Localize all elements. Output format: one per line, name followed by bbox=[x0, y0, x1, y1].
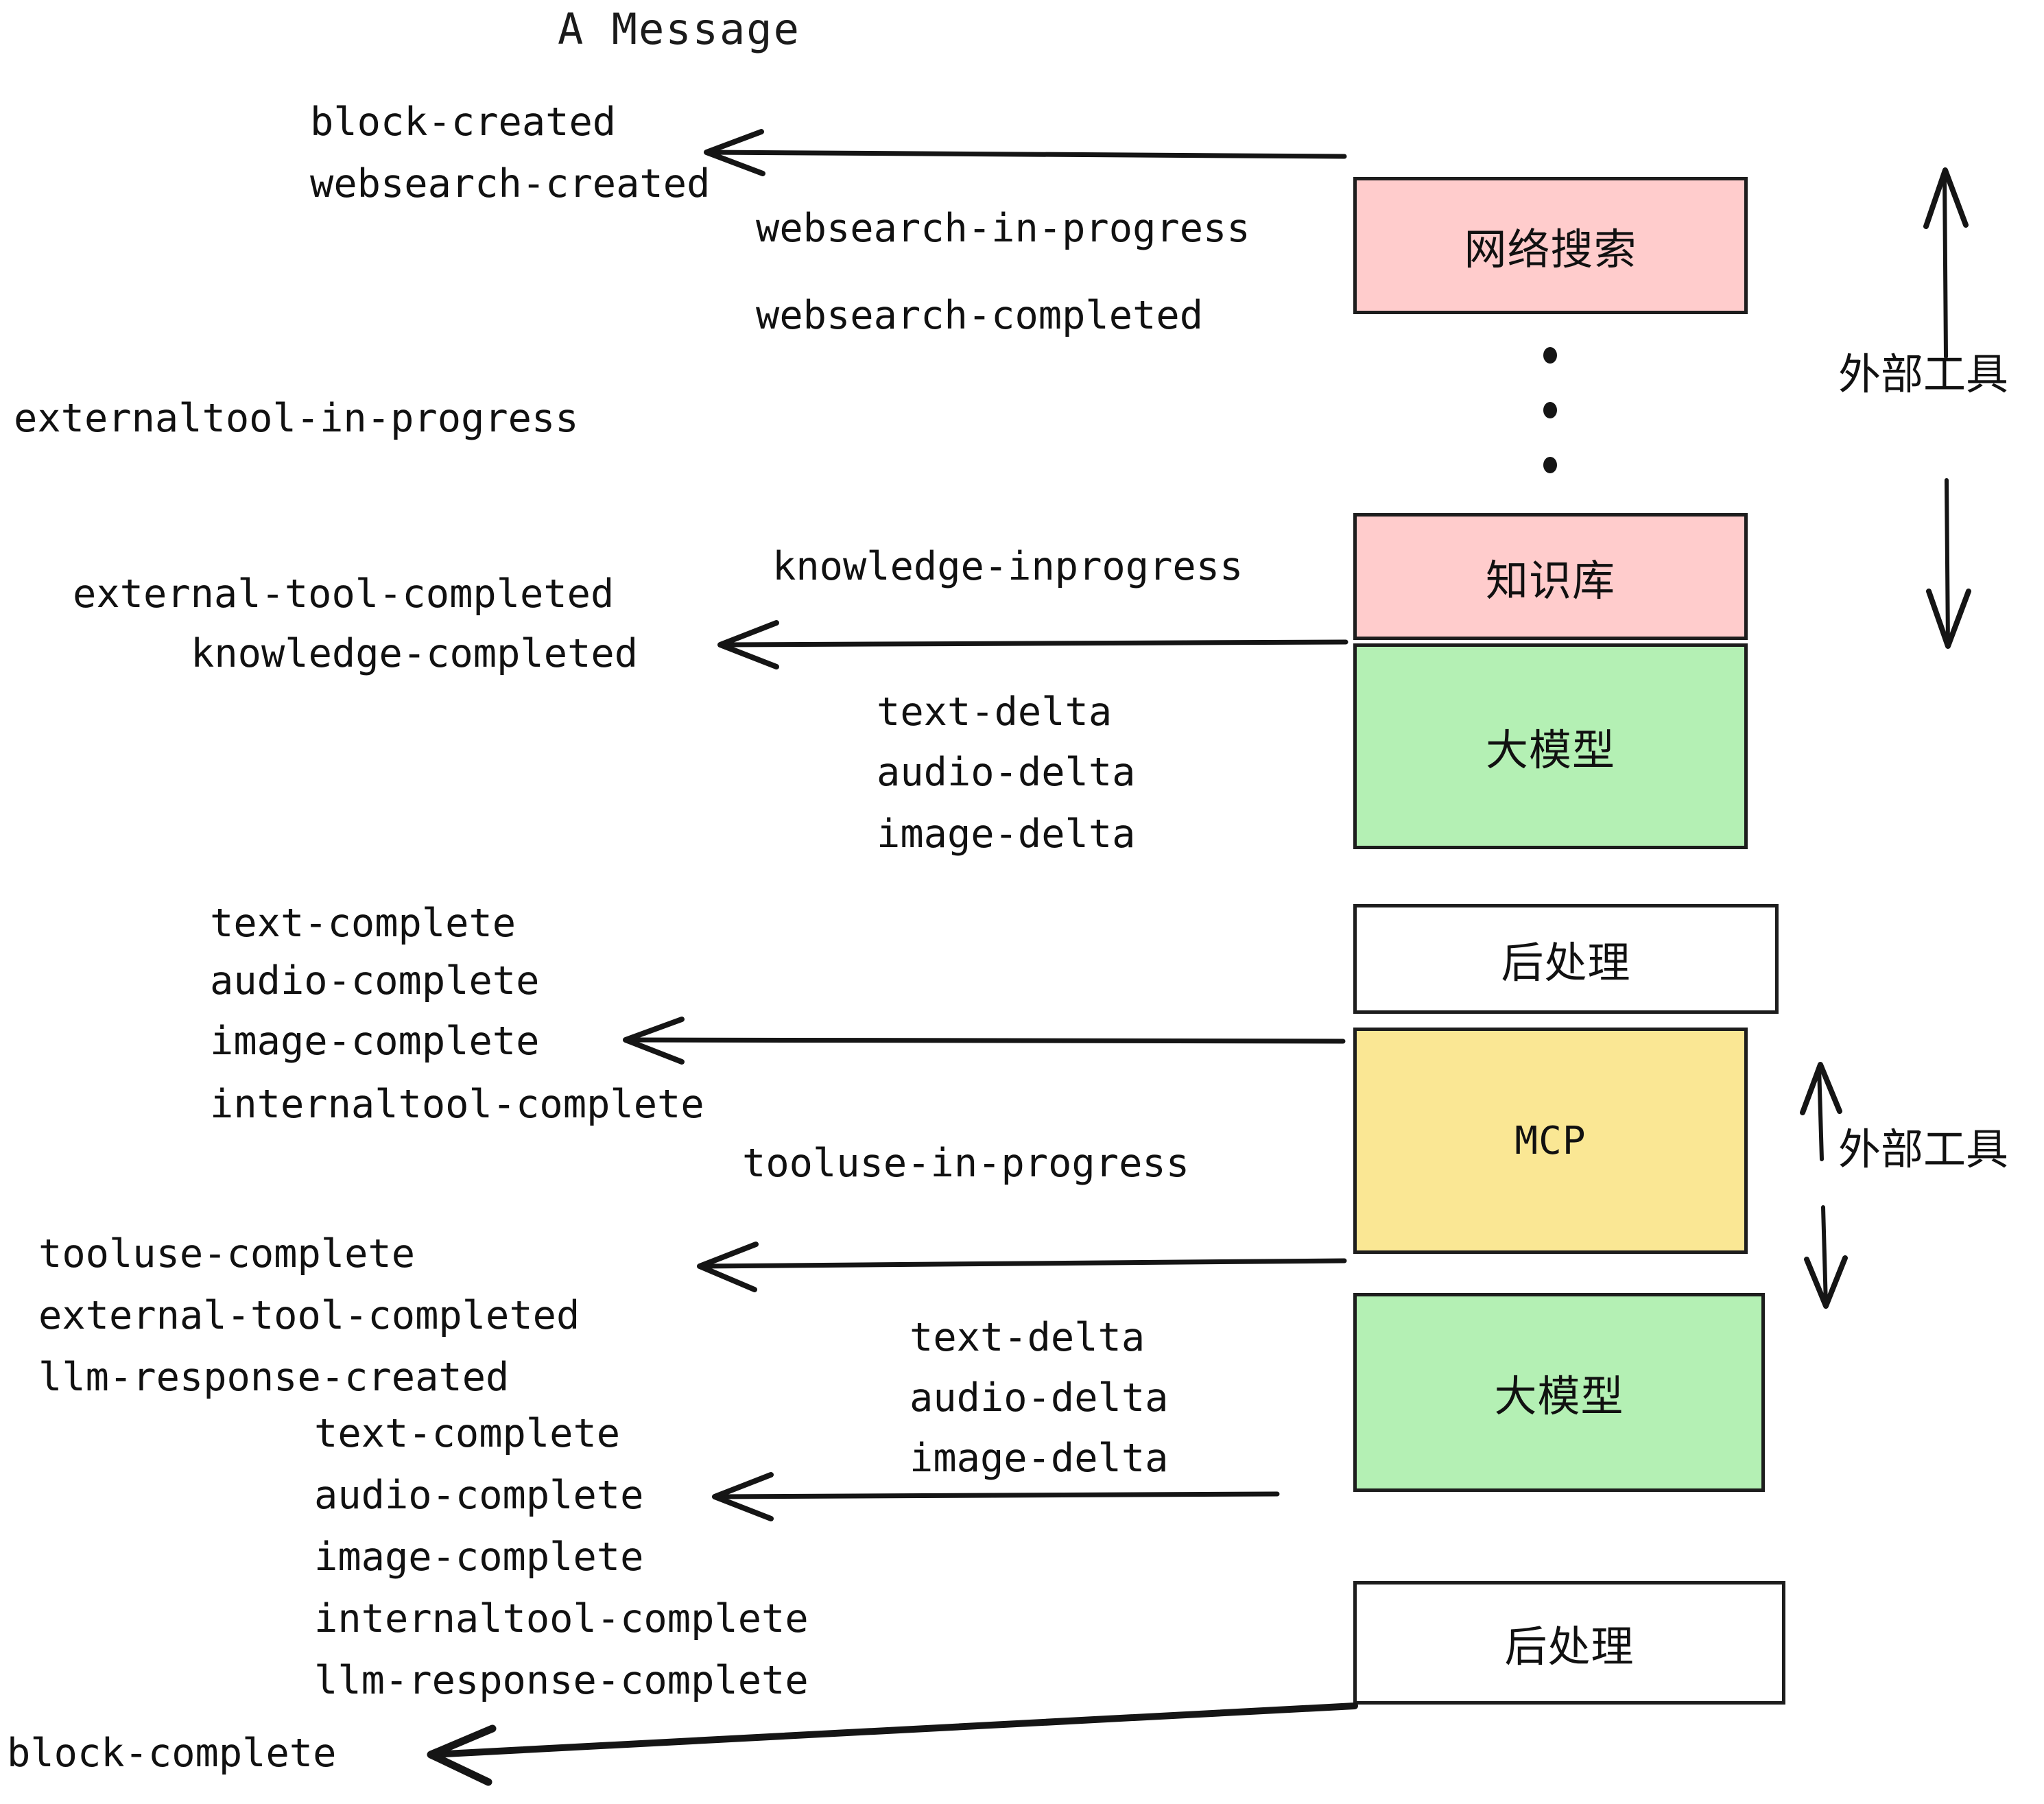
event-image-complete-2: image-complete bbox=[314, 1534, 644, 1580]
arrow-postprocess1-to-image-complete bbox=[623, 1017, 1346, 1065]
event-image-complete-1: image-complete bbox=[210, 1019, 540, 1064]
event-websearch-in-progress: websearch-in-progress bbox=[756, 206, 1250, 251]
bracket-external-tools-top bbox=[1923, 167, 1971, 649]
node-postprocess-2[interactable]: 后处理 bbox=[1353, 1581, 1785, 1705]
event-internaltool-complete-1: internaltool-complete bbox=[210, 1082, 704, 1127]
arrow-llm2-to-audio-complete bbox=[712, 1472, 1280, 1521]
event-audio-delta-2: audio-delta bbox=[910, 1375, 1169, 1421]
node-knowledge[interactable]: 知识库 bbox=[1353, 513, 1748, 640]
event-image-delta-1: image-delta bbox=[877, 811, 1136, 857]
event-audio-complete-1: audio-complete bbox=[210, 958, 540, 1004]
ellipsis-dot-1 bbox=[1543, 347, 1557, 364]
ellipsis-dot-2 bbox=[1543, 402, 1557, 418]
event-block-complete: block-complete bbox=[7, 1731, 337, 1776]
node-llm-2-label: 大模型 bbox=[1494, 1371, 1624, 1421]
group-label-external-tools-bottom: 外部工具 bbox=[1838, 1124, 2009, 1174]
event-externaltool-in-progress: externaltool-in-progress bbox=[14, 396, 579, 441]
event-tooluse-complete: tooluse-complete bbox=[38, 1231, 416, 1277]
node-mcp-label: MCP bbox=[1514, 1118, 1587, 1163]
node-postprocess-1[interactable]: 后处理 bbox=[1353, 904, 1779, 1014]
node-websearch[interactable]: 网络搜索 bbox=[1353, 177, 1748, 314]
page-title: A Message bbox=[558, 4, 800, 54]
event-llm-response-complete: llm-response-complete bbox=[314, 1658, 809, 1703]
group-label-external-tools-top: 外部工具 bbox=[1838, 349, 2009, 399]
event-image-delta-2: image-delta bbox=[910, 1436, 1169, 1481]
node-postprocess-1-label: 后处理 bbox=[1501, 938, 1631, 988]
event-text-complete-2: text-complete bbox=[314, 1411, 621, 1456]
arrow-knowledge-to-knowledge-completed bbox=[717, 620, 1348, 669]
node-websearch-label: 网络搜索 bbox=[1464, 224, 1637, 274]
event-websearch-completed: websearch-completed bbox=[756, 293, 1204, 338]
node-llm-2[interactable]: 大模型 bbox=[1353, 1293, 1765, 1492]
event-knowledge-inprogress: knowledge-inprogress bbox=[772, 544, 1244, 589]
event-text-delta-2: text-delta bbox=[910, 1315, 1145, 1360]
event-internaltool-complete-2: internaltool-complete bbox=[314, 1596, 809, 1641]
event-audio-complete-2: audio-complete bbox=[314, 1473, 644, 1518]
event-knowledge-completed: knowledge-completed bbox=[191, 631, 639, 676]
bracket-external-tools-bottom bbox=[1800, 1062, 1848, 1309]
arrow-websearch-to-block-created bbox=[704, 129, 1347, 176]
event-external-tool-completed-2: external-tool-completed bbox=[38, 1293, 580, 1338]
event-text-delta-1: text-delta bbox=[877, 689, 1113, 735]
event-websearch-created: websearch-created bbox=[310, 161, 711, 206]
node-postprocess-2-label: 后处理 bbox=[1504, 1622, 1635, 1672]
node-mcp[interactable]: MCP bbox=[1353, 1028, 1748, 1254]
arrow-mcp-to-tooluse-complete bbox=[697, 1242, 1347, 1292]
node-knowledge-label: 知识库 bbox=[1485, 555, 1615, 606]
event-text-complete-1: text-complete bbox=[210, 901, 516, 946]
event-tooluse-in-progress: tooluse-in-progress bbox=[742, 1141, 1190, 1186]
ellipsis-dot-3 bbox=[1543, 457, 1557, 473]
node-llm-1-label: 大模型 bbox=[1485, 725, 1615, 775]
event-audio-delta-1: audio-delta bbox=[877, 750, 1136, 795]
event-block-created: block-created bbox=[310, 99, 617, 145]
node-llm-1[interactable]: 大模型 bbox=[1353, 643, 1748, 849]
event-llm-response-created: llm-response-created bbox=[38, 1355, 510, 1400]
arrow-postprocess2-to-block-complete bbox=[427, 1702, 1358, 1786]
event-external-tool-completed-1: external-tool-completed bbox=[73, 571, 615, 617]
